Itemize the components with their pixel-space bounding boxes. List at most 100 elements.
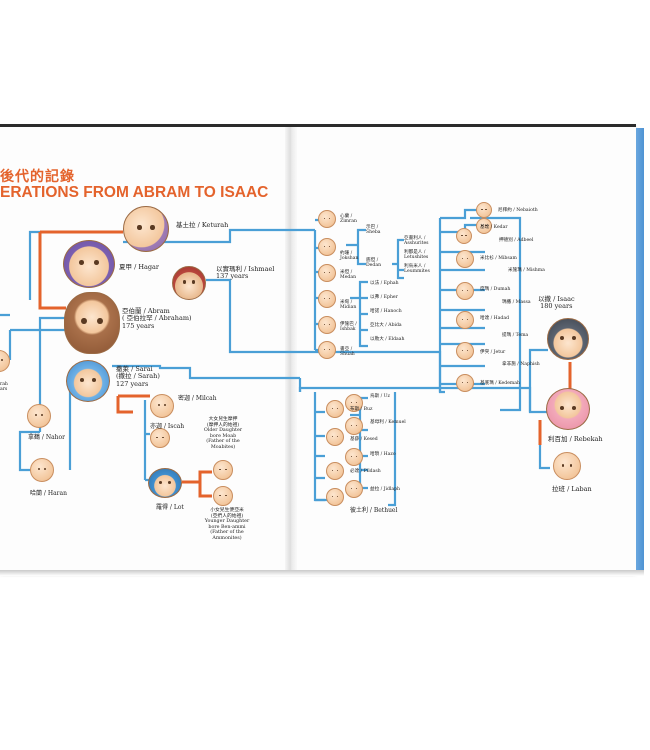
- jidlaph-label: 益拉 / Jidlaph: [370, 487, 401, 492]
- hadad-label: 哈達 / Hadad: [480, 316, 510, 321]
- nahor-label: 拿鶴 / Nahor: [28, 434, 66, 441]
- sarai-portrait: [66, 360, 110, 402]
- line-midian: [350, 280, 368, 348]
- pildash-label: 必達 / Pildash: [350, 469, 381, 474]
- hazo-portrait: [345, 448, 363, 466]
- moab-portrait: [213, 460, 233, 480]
- ben-ammi-portrait: [213, 486, 233, 506]
- older-daughter-en-2: bore Moab: [209, 433, 237, 439]
- midian-label: 米甸 /Midian: [340, 300, 357, 311]
- left-cut-label: rah ars: [0, 382, 8, 393]
- orange-lines: [38, 230, 572, 498]
- nebaioth-label: 尼拜約 / Nebaioth: [498, 208, 538, 213]
- line-to-keturah-sons: [123, 228, 317, 350]
- milcah-portrait: [150, 394, 174, 418]
- rebekah-label: 利百加 / Rebekah: [548, 435, 603, 443]
- kedar-label: 基達 / Kedar: [480, 225, 508, 230]
- mishma-label: 米施瑪 / Mishma: [508, 268, 545, 273]
- zimran-label: 心蘭 /Zimran: [340, 214, 357, 225]
- laban-label: 拉班 / Laban: [552, 485, 592, 493]
- younger-daughter-note: 小女兒生便亞米 (亞捫人的始祖) Younger Daughter bore B…: [198, 508, 256, 541]
- hanoch-label: 哈諾 / Hanoch: [370, 309, 402, 314]
- adbeel-label: 押德別 / Adbeel: [499, 238, 534, 243]
- sarai-alt-name: (撒拉 / Sarah): [116, 372, 160, 381]
- rebekah-portrait: [546, 388, 590, 430]
- line-terah-sons: [38, 316, 66, 432]
- haran-label: 哈蘭 / Haran: [30, 490, 67, 497]
- ishmael-label: 以實瑪利 / Ishmael 137 years: [216, 265, 274, 281]
- jidlaph-portrait: [345, 480, 363, 498]
- pildash-portrait: [326, 462, 344, 480]
- ephah-label: 以法 / Ephah: [370, 281, 399, 286]
- left-cut-2: ars: [0, 387, 8, 393]
- orange-nahor-milcah: [116, 394, 150, 414]
- older-daughter-cn-2: (摩押人的始祖): [206, 422, 240, 428]
- line-jokshan: [346, 228, 366, 266]
- sarai-years: 127 years: [116, 379, 149, 388]
- midian-portrait: [318, 290, 336, 308]
- isaac-name: 以撒 / Isaac: [538, 295, 575, 303]
- younger-daughter-en-2: bore Ben-ammi: [208, 524, 246, 530]
- ishmael-years: 137 years: [216, 272, 249, 281]
- dumah-label: 度瑪 / Dumah: [480, 287, 511, 292]
- iscah-en: / Iscah: [163, 423, 185, 430]
- bethuel-portrait: [326, 488, 344, 506]
- keturah-label: 基土拉 / Keturah: [176, 221, 229, 229]
- book-spine-edge: [636, 128, 644, 572]
- iscah-portrait: [150, 428, 170, 448]
- abida-label: 亞比大 / Abida: [370, 323, 402, 328]
- milcah-label: 密迦 / Milcah: [178, 395, 217, 402]
- isaac-years: 180 years: [540, 302, 573, 311]
- ishmael-portrait: [172, 266, 206, 300]
- younger-daughter-en-3: (Father of the Ammonites): [210, 530, 244, 541]
- leummites-label: 利烏米人 /Leummites: [404, 264, 430, 275]
- bethuel-label: 彼土利 / Bethuel: [350, 507, 398, 514]
- haran-portrait: [30, 458, 54, 482]
- abram-label: 亞伯蘭 / Abram ( 亞伯拉罕 / Abraham) 175 years: [122, 307, 192, 330]
- jokshan-label: 約珊 /Jokshan: [340, 251, 359, 262]
- line-nahor-haran: [18, 430, 40, 472]
- line-dedan: [392, 238, 404, 280]
- older-daughter-en-1: Older Daughter: [203, 428, 243, 434]
- kesed-label: 基薛 / Kesed: [350, 437, 378, 442]
- line-isaac-up: [528, 348, 548, 412]
- shuah-label: 書亞 /Shuah: [340, 347, 355, 358]
- abram-portrait: [64, 292, 120, 354]
- lot-portrait: [148, 468, 182, 498]
- older-daughter-cn-1: 大女兒生摩押: [208, 417, 238, 422]
- isaac-label: 以撒 / Isaac 180 years: [538, 295, 575, 311]
- line-ishmael-right: [470, 216, 522, 412]
- jetur-label: 伊突 / Jetur: [480, 350, 506, 355]
- mibsam-label: 米比衫 / Mibsam: [480, 256, 517, 261]
- massa-label: 瑪撒 / Massa: [502, 300, 531, 305]
- shuah-portrait: [318, 341, 336, 359]
- buz-portrait: [326, 400, 344, 418]
- older-daughter-note: 大女兒生摩押 (摩押人的始祖) Older Daughter bore Moab…: [200, 417, 246, 450]
- page-shadow: [0, 570, 644, 576]
- hagar-portrait: [63, 240, 115, 288]
- kemuel-portrait: [345, 417, 363, 435]
- zimran-portrait: [318, 210, 336, 228]
- ishbak-label: 伊施巴 /Ishbak: [340, 322, 357, 333]
- hadad-portrait: [456, 311, 474, 329]
- line-left-cut: [0, 313, 12, 360]
- left-cut-1: rah: [0, 382, 8, 387]
- letushites-label: 利都是人 /Letushites: [404, 250, 429, 261]
- hagar-label: 夏甲 / Hagar: [119, 263, 160, 271]
- sarai-name: 撒萊 / Sarai: [116, 365, 153, 373]
- uz-portrait: [345, 394, 363, 412]
- kemuel-label: 基母利 / Kemuel: [370, 420, 406, 425]
- younger-daughter-en-1: Younger Daughter: [204, 519, 250, 525]
- naphish-label: 拿非施 / Naphish: [502, 362, 540, 367]
- adbeel-portrait: [456, 228, 472, 244]
- medan-portrait: [318, 264, 336, 282]
- kedemah-portrait: [456, 374, 474, 392]
- abram-years: 175 years: [122, 321, 155, 330]
- lot-label: 羅得 / Lot: [156, 504, 184, 511]
- abram-alt-name: ( 亞伯拉罕 / Abraham): [122, 314, 192, 323]
- nebaioth-portrait: [476, 202, 492, 218]
- orange-hagar-abram: [38, 232, 66, 310]
- line-nahor-ticks: [315, 410, 325, 502]
- hazo-label: 哈瑣 / Hazo: [370, 452, 396, 457]
- mibsam-portrait: [456, 250, 474, 268]
